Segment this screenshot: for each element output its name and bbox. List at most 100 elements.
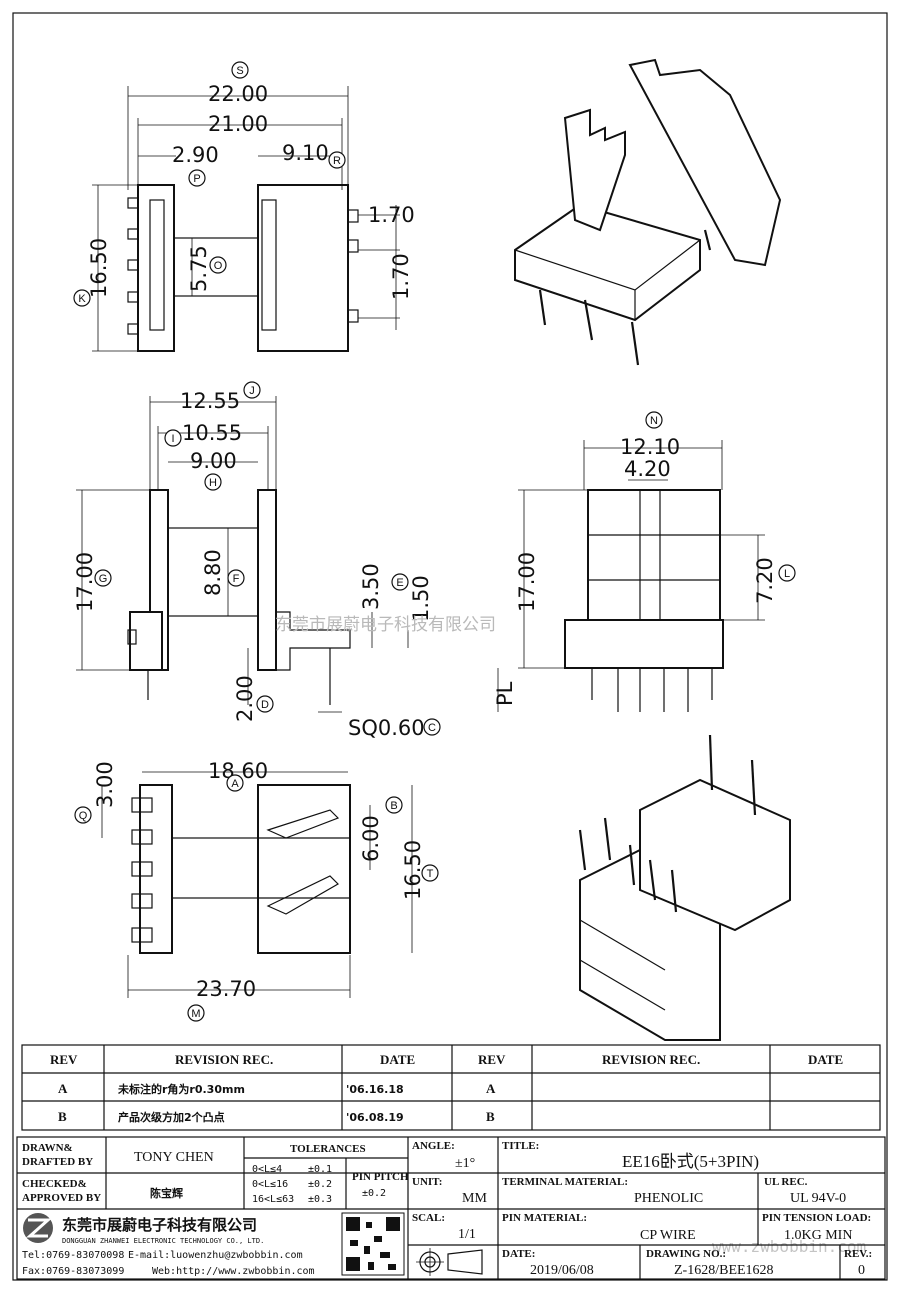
- rev-row-a-date: '06.16.18: [346, 1083, 404, 1096]
- title-block: DRAWN& DRAFTED BY TONY CHEN CHECKED& APP…: [16, 1136, 886, 1280]
- marker-label-l: L: [784, 568, 790, 580]
- rev-value: 0: [858, 1263, 865, 1278]
- marker-label-i: I: [171, 433, 174, 445]
- terminal-material-value: PHENOLIC: [634, 1191, 703, 1206]
- marker-circle-h: [204, 473, 222, 491]
- dim-5-75: 5.75: [187, 245, 211, 292]
- rev-header-rec-2: REVISION REC.: [602, 1052, 700, 1067]
- tol-range-1: 0<L≤4: [252, 1164, 282, 1175]
- rev-header-date: DATE: [380, 1052, 415, 1067]
- rev-row-a-rec: 未标注的r角为r0.30mm: [117, 1082, 245, 1096]
- drawn-label-1: DRAWN&: [22, 1142, 73, 1154]
- marker-label-k: K: [78, 293, 86, 305]
- dim-2-00: 2.00: [233, 675, 257, 722]
- drawing-no-value: Z-1628/BEE1628: [674, 1263, 774, 1278]
- marker-circle-k: [73, 289, 91, 307]
- date-label: DATE:: [502, 1248, 535, 1260]
- rev-header-rev: REV: [50, 1052, 78, 1067]
- dim-16-50-bottom: 16.50: [401, 840, 425, 900]
- rev-row-b-rec: 产品次级方加2个凸点: [118, 1110, 225, 1124]
- tol-value-2: ±0.2: [308, 1179, 332, 1190]
- projection-symbol: [416, 1248, 483, 1276]
- marker-circle-n: [645, 411, 663, 429]
- marker-circle-b: [385, 796, 403, 814]
- top-view: 22.00 21.00 2.90 9.10 1.70 1.70 16.50 5.…: [87, 82, 415, 352]
- unit-label: UNIT:: [412, 1176, 442, 1188]
- tol-range-3: 16<L≤63: [252, 1194, 294, 1205]
- marker-label-e: E: [396, 577, 403, 589]
- watermark-url: www.zwbobbin.com: [712, 1237, 866, 1256]
- rev-label: REV.:: [844, 1248, 872, 1260]
- marker-circle-e: [391, 573, 409, 591]
- company-web: Web:http://www.zwbobbin.com: [152, 1266, 315, 1277]
- pin-tension-label: PIN TENSION LOAD:: [762, 1212, 871, 1224]
- marker-label-n: N: [650, 415, 658, 427]
- marker-label-r: R: [333, 155, 341, 167]
- company-fax: Fax:0769-83073099: [22, 1266, 124, 1277]
- rev-row-a-rev: A: [58, 1081, 68, 1096]
- pin-pitch-label: PIN PITCH: [352, 1171, 409, 1183]
- rev-header-date-2: DATE: [808, 1052, 843, 1067]
- pin-material-value: CP WIRE: [640, 1228, 696, 1243]
- dim-6-00: 6.00: [359, 815, 383, 862]
- dim-9-10: 9.10: [282, 141, 329, 165]
- company-logo: [23, 1213, 53, 1243]
- pin-tension-value: 1.0KG MIN: [784, 1228, 852, 1243]
- marker-circle-l: [778, 564, 796, 582]
- iso-view-bottom: [578, 734, 791, 1041]
- marker-circle-r: [328, 151, 346, 169]
- marker-circle-d: [256, 695, 274, 713]
- marker-circle-s: [231, 61, 249, 79]
- ul-rec-label: UL REC.: [764, 1176, 808, 1188]
- drawing-no-label: DRAWING NO.:: [646, 1248, 726, 1260]
- rev-header-rec: REVISION REC.: [175, 1052, 273, 1067]
- dim-23-70: 23.70: [196, 977, 256, 1001]
- rev-row-b-date: '06.08.19: [346, 1111, 404, 1124]
- terminal-material-label: TERMINAL MATERIAL:: [502, 1176, 628, 1188]
- dim-1-70-a: 1.70: [368, 203, 415, 227]
- ul-rec-value: UL 94V-0: [790, 1191, 846, 1206]
- marker-circle-f: [227, 569, 245, 587]
- dim-3-50: 3.50: [359, 563, 383, 610]
- checked-label-1: CHECKED&: [22, 1178, 87, 1190]
- company-email: E-mail:luowenzhu@zwbobbin.com: [128, 1250, 303, 1261]
- marker-label-f: F: [233, 573, 240, 585]
- scale-value: 1/1: [458, 1227, 476, 1242]
- dim-12-55: 12.55: [180, 389, 240, 413]
- dim-1-50: 1.50: [409, 575, 433, 622]
- marker-circle-m: [187, 1004, 205, 1022]
- marker-label-p: P: [193, 173, 200, 185]
- marker-circle-t: [421, 864, 439, 882]
- marker-label-j: J: [249, 385, 255, 397]
- dim-22-00: 22.00: [208, 82, 268, 106]
- pin-material-label: PIN MATERIAL:: [502, 1212, 587, 1224]
- dim-4-20: 4.20: [624, 457, 671, 481]
- date-value: 2019/06/08: [530, 1263, 594, 1278]
- dim-3-00: 3.00: [93, 761, 117, 808]
- dim-17-00-side: 17.00: [73, 552, 97, 612]
- checked-by-value: 陈宝辉: [150, 1186, 183, 1200]
- drawn-by-value: TONY CHEN: [134, 1150, 214, 1165]
- marker-circle-g: [94, 569, 112, 587]
- angle-label: ANGLE:: [412, 1140, 455, 1152]
- marker-label-o: O: [214, 260, 223, 272]
- dim-12-10: 12.10: [620, 435, 680, 459]
- marker-label-m: M: [191, 1008, 200, 1020]
- side-view: 12.55 10.55 9.00 17.00 8.80 3.50 1.50 2.…: [73, 389, 433, 740]
- tol-range-2: 0<L≤16: [252, 1179, 288, 1190]
- dim-8-80: 8.80: [201, 549, 225, 596]
- scale-label: SCAL:: [412, 1212, 445, 1224]
- dim-pl: PL: [493, 681, 517, 706]
- front-view: 12.10 4.20 17.00 7.20 PL: [493, 435, 777, 712]
- revision-table: REV REVISION REC. DATE REV REVISION REC.…: [21, 1044, 881, 1131]
- tolerances-label: TOLERANCES: [290, 1143, 366, 1155]
- qr-code: [341, 1212, 405, 1276]
- iso-view-top: [514, 58, 782, 366]
- company-tel: Tel:0769-83070098: [22, 1250, 124, 1261]
- dim-7-20: 7.20: [753, 557, 777, 604]
- bottom-view: 18.60 3.00 6.00 16.50 23.70: [93, 759, 425, 1001]
- marker-label-c: C: [428, 722, 436, 734]
- dim-9-00: 9.00: [190, 449, 237, 473]
